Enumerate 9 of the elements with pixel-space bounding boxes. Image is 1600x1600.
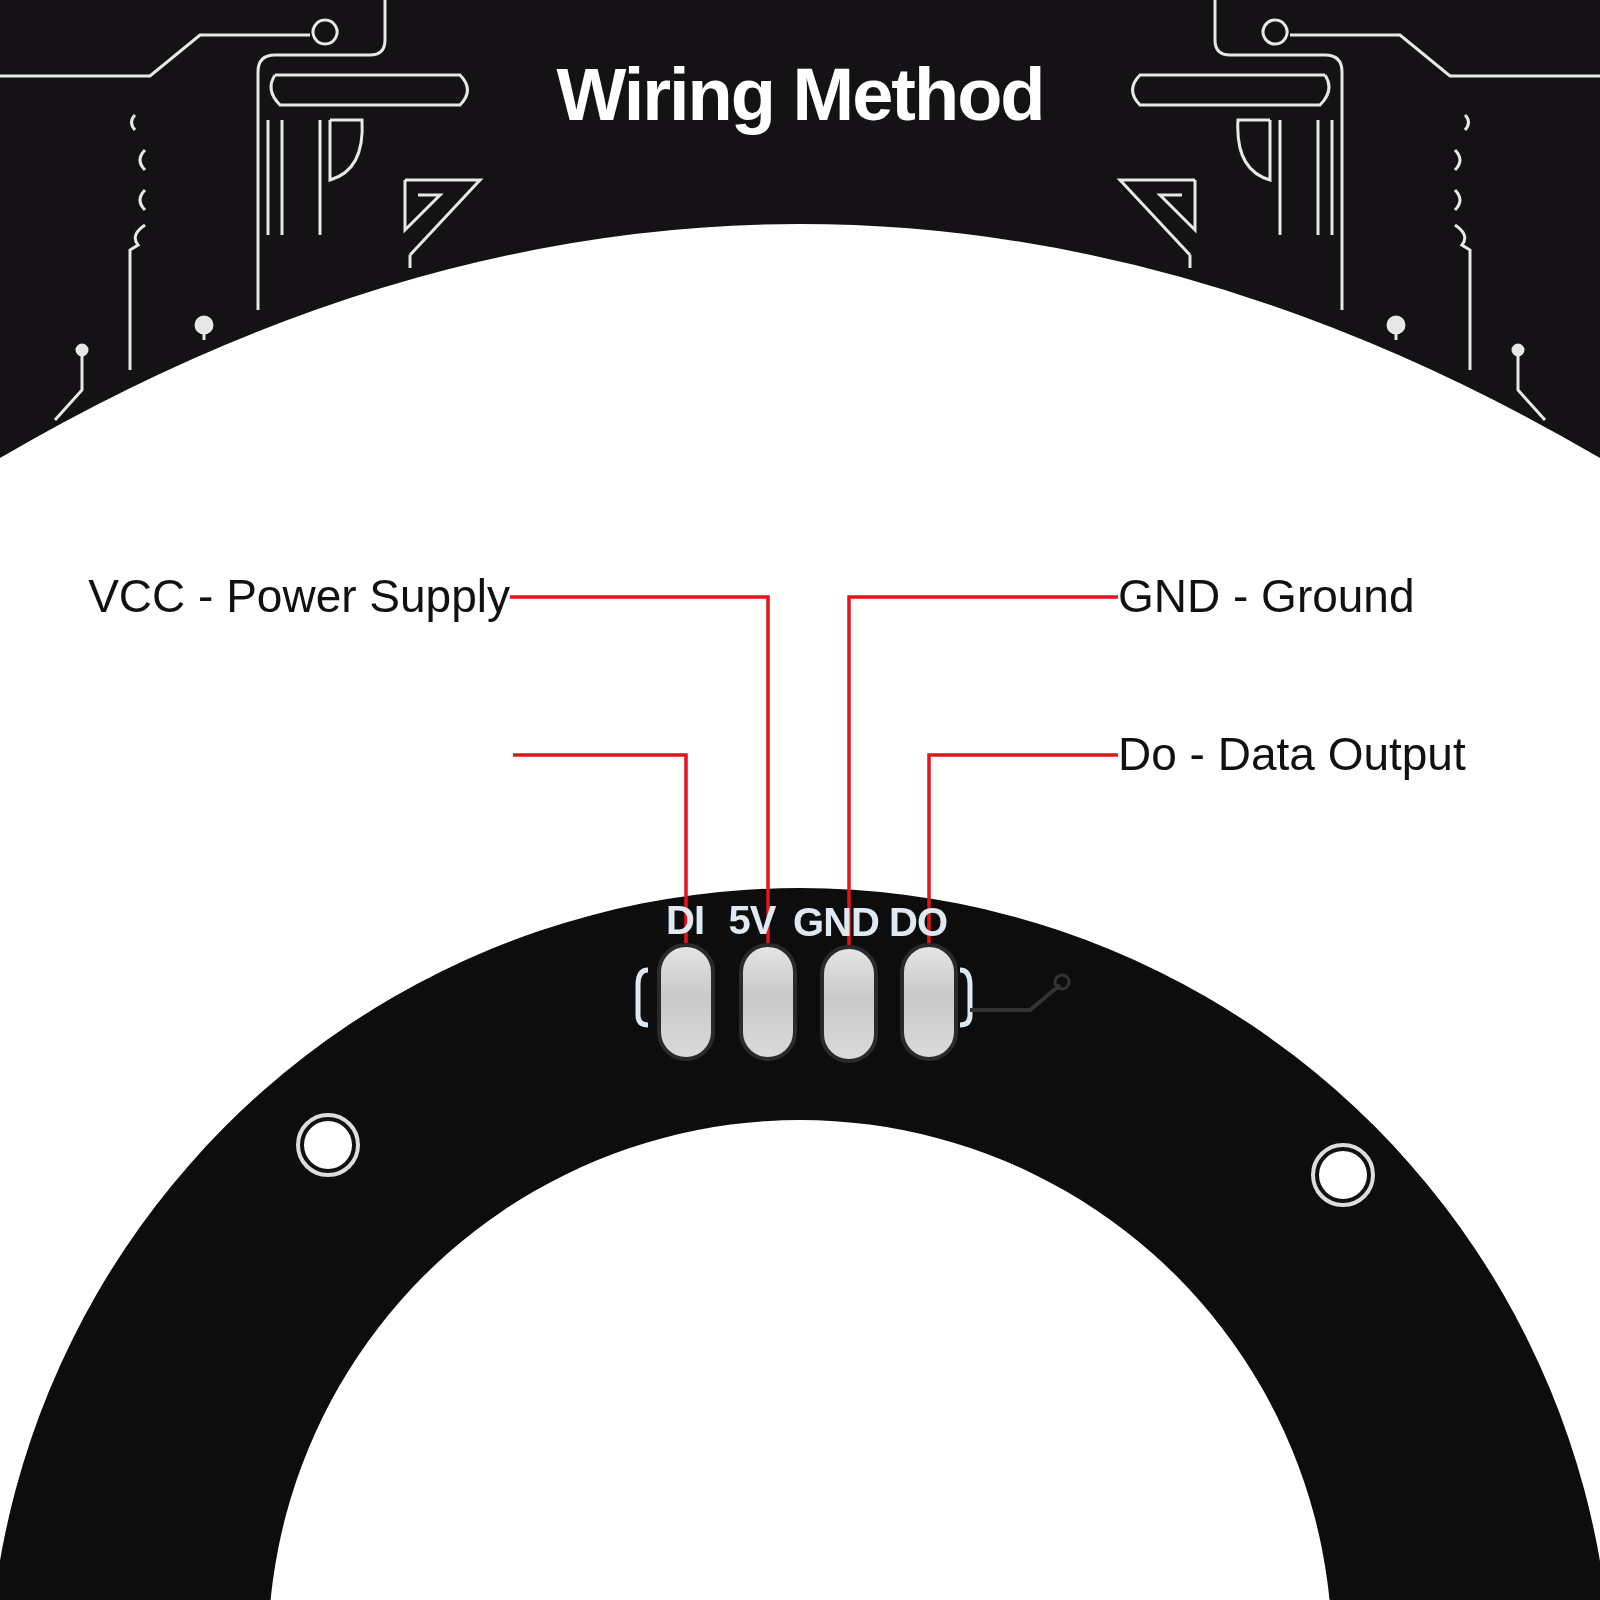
pin-description: GND - Ground xyxy=(1118,570,1415,622)
title: Wiring Method xyxy=(555,52,1045,137)
pin-description: Do - Data Output xyxy=(1118,728,1466,780)
solder-pad xyxy=(739,943,797,1061)
pin-description: VCC - Power Supply xyxy=(88,570,510,622)
leader-line xyxy=(513,753,688,943)
leader-line xyxy=(927,753,1118,943)
leader-line xyxy=(510,595,770,943)
leader-line xyxy=(847,595,1118,945)
